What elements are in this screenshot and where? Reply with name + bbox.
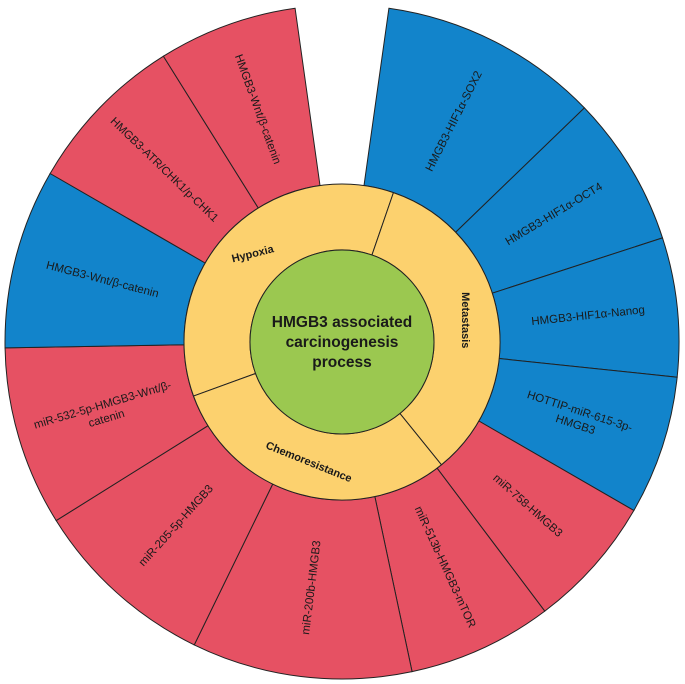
center-circle xyxy=(249,249,435,435)
center-label: HMGB3 associated carcinogenesis process xyxy=(272,314,412,371)
outer-ring: HMGB3-HIF1α-SOX2HMGB3-HIF1α-OCT4HMGB3-HI… xyxy=(4,7,680,680)
center-label-line: carcinogenesis xyxy=(286,334,399,351)
center-node: HMGB3 associated carcinogenesis process xyxy=(249,249,435,435)
outer-wedge-mir-200b-hmgb3-6: miR-200b-HMGB3 xyxy=(193,483,413,680)
center-label-line: HMGB3 associated xyxy=(272,314,412,331)
outer-wedge-hmgb3-hif1-sox2-0: HMGB3-HIF1α-SOX2 xyxy=(363,7,586,233)
category-label: Metastasis xyxy=(459,292,471,348)
outer-wedge-mir-532-5p-hmgb3-wnt-catenin-8: miR-532-5p-HMGB3-Wnt/β-catenin xyxy=(4,344,209,522)
outer-wedge-hmgb3-wnt-catenin-9: HMGB3-Wnt/β-catenin xyxy=(4,172,206,349)
category-chemoresistance: Chemoresistance xyxy=(192,372,443,501)
outer-wedge-hmgb3-wnt-catenin-11: HMGB3-Wnt/β-catenin xyxy=(162,7,321,209)
category-metastasis: Metastasis xyxy=(371,191,501,466)
center-label-line: process xyxy=(312,354,371,371)
outer-wedge-hmgb3-hif1-oct4-1: HMGB3-HIF1α-OCT4 xyxy=(454,107,664,294)
outer-wedge-hmgb3-atr-chk1-p-chk1-10: HMGB3-ATR/CHK1/p-CHK1 xyxy=(49,55,259,264)
